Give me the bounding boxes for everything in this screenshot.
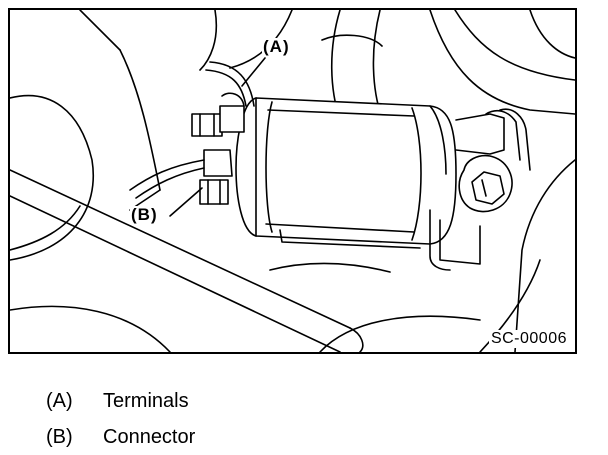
legend-label: Terminals [103, 389, 189, 412]
legend-item-terminals: (A) Terminals [46, 383, 195, 419]
callout-a-label: (A) [262, 37, 291, 56]
figure-code: SC-00006 [488, 330, 569, 348]
solenoid-body [235, 97, 457, 249]
terminal-bolts [191, 92, 245, 205]
callout-b-label: (B) [130, 205, 159, 224]
legend-key: (A) [46, 389, 73, 412]
legend: (A) Terminals (B) Connector [46, 383, 195, 455]
starter-solenoid-drawing [10, 10, 575, 352]
diagonal-rod [10, 169, 364, 352]
illustration-frame: (A) (B) SC-00006 [8, 8, 577, 354]
legend-item-connector: (B) Connector [46, 419, 195, 455]
background-structure [10, 10, 575, 352]
cable-eyelet [429, 108, 531, 271]
leader-lines [169, 57, 266, 217]
legend-key: (B) [46, 425, 73, 448]
legend-label: Connector [103, 425, 196, 448]
